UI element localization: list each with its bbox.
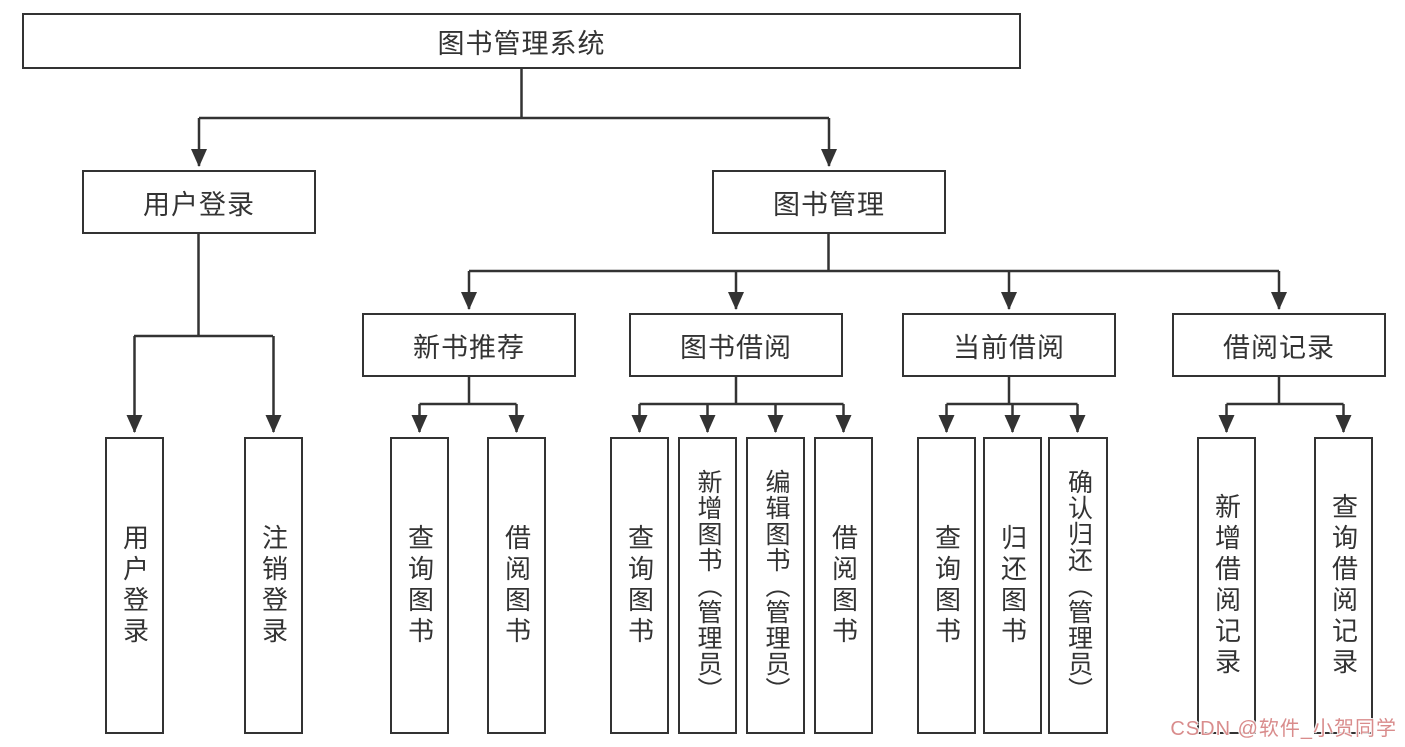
node-label: 查询借阅记录 [1328,492,1359,679]
node-label: 查询图书 [404,523,435,648]
node-label: 用户登录 [143,189,255,220]
node-label: 图书借阅 [680,332,792,363]
watermark: CSDN @软件_小贺同学 [1170,718,1397,740]
node-label: 查询图书 [931,523,962,648]
leaf-logout: 注销登录 [244,437,303,734]
node-label: 借阅图书 [828,523,859,648]
leaf-return-books: 归还图书 [983,437,1042,734]
node-label: 归还图书 [997,523,1028,648]
leaf-borrow-books: 借阅图书 [814,437,873,734]
node-library-system: 图书管理系统 [22,13,1021,69]
leaf-confirm-return-admin: 确认归还（管理员） [1048,437,1108,734]
node-label: 借阅图书 [501,523,532,648]
leaf-borrow-books-recommend: 借阅图书 [487,437,546,734]
node-label: 图书管理 [773,189,885,220]
node-label: 当前借阅 [953,332,1065,363]
node-label: 借阅记录 [1223,332,1335,363]
leaf-query-borrow-record: 查询借阅记录 [1314,437,1373,734]
leaf-query-books-borrow: 查询图书 [610,437,669,734]
leaf-add-borrow-record: 新增借阅记录 [1197,437,1256,734]
node-label: 新书推荐 [413,332,525,363]
leaf-query-books-current: 查询图书 [917,437,976,734]
node-label: 注销登录 [258,523,289,648]
node-borrow-records: 借阅记录 [1172,313,1386,377]
leaf-edit-books-admin: 编辑图书（管理员） [746,437,805,734]
leaf-query-books-recommend: 查询图书 [390,437,449,734]
leaf-add-books-admin: 新增图书（管理员） [678,437,737,734]
node-book-management: 图书管理 [712,170,946,234]
node-book-borrow: 图书借阅 [629,313,843,377]
node-new-book-recommend: 新书推荐 [362,313,576,377]
leaf-user-login: 用户登录 [105,437,164,734]
node-user-login: 用户登录 [82,170,316,234]
node-label: 新增图书（管理员） [694,468,722,703]
node-label: 查询图书 [624,523,655,648]
node-label: 图书管理系统 [437,28,606,59]
node-label: 确认归还（管理员） [1064,468,1093,703]
node-label: 编辑图书（管理员） [762,468,790,703]
node-current-borrow: 当前借阅 [902,313,1116,377]
node-label: 新增借阅记录 [1211,492,1242,679]
node-label: 用户登录 [119,523,150,648]
